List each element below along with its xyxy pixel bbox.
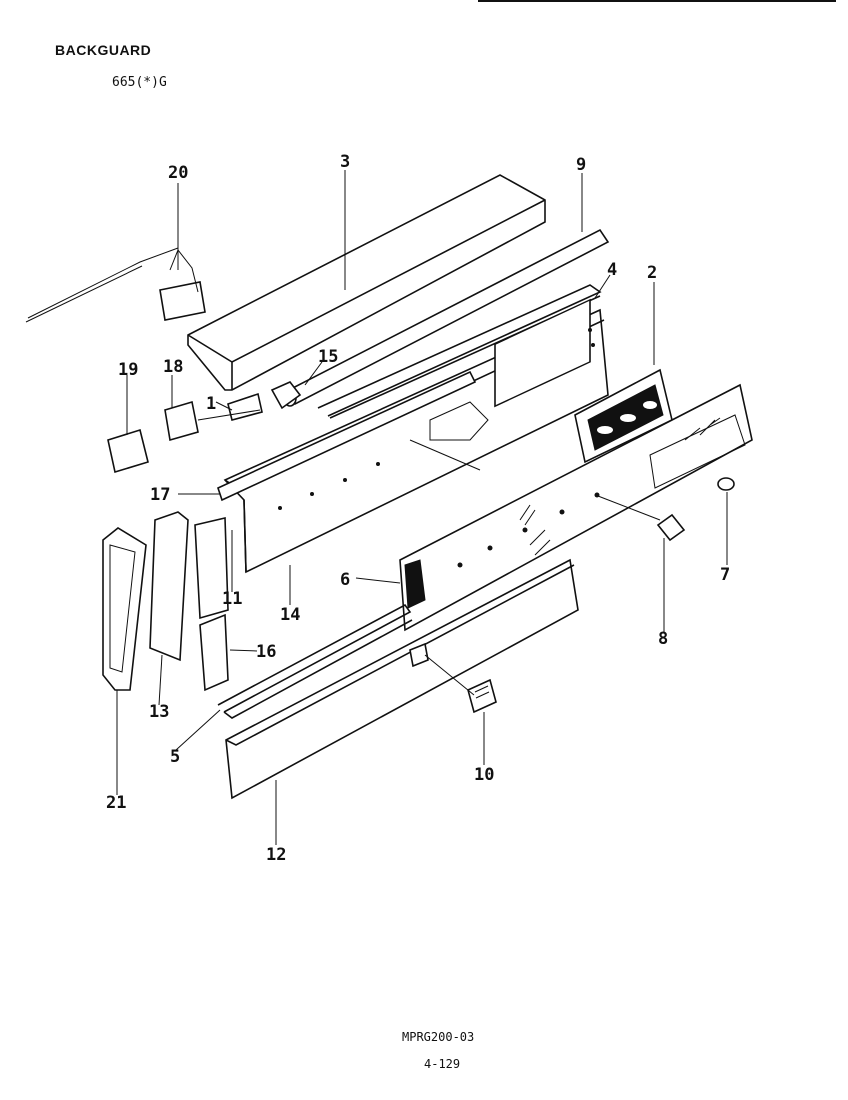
callout-16: 16 [256,642,276,662]
part-3-top-trim [187,174,546,391]
part-17-strip [217,370,477,502]
callout-19: 19 [118,360,138,380]
callout-4: 4 [607,260,617,280]
part-14-main-panel [223,298,609,574]
part-5-bottom-rail [217,603,413,719]
callout-14: 14 [280,605,300,625]
leader-lines [116,170,728,845]
part-13-side-bracket [149,511,189,662]
part-1-bracket [227,392,263,421]
part-11-side-bracket [194,516,229,692]
callout-9: 9 [576,155,586,175]
callout-8: 8 [658,629,668,649]
callout-13: 13 [149,702,169,722]
callout-2: 2 [647,263,657,283]
callout-15: 15 [318,347,338,367]
part-7-nut [717,477,735,491]
callout-3: 3 [340,152,350,172]
callout-20: 20 [168,163,188,183]
part-12-lower-trim [225,558,579,800]
diagram-title: BACKGUARD [55,42,152,58]
callout-7: 7 [720,565,730,585]
callout-6: 6 [340,570,350,590]
callout-17: 17 [150,485,170,505]
callout-10: 10 [474,765,494,785]
top-border-line [478,0,836,2]
part-19-terminal [107,428,149,474]
part-15-lampholder [270,381,302,410]
part-8-knob [656,513,686,542]
callout-11: 11 [222,589,242,609]
footer-doc-code: MPRG200-03 [402,1030,475,1044]
part-6-front-panel [399,383,753,632]
callout-5: 5 [170,747,180,767]
callout-12: 12 [266,845,286,865]
footer-page-number: 4-129 [424,1057,461,1071]
callout-1: 1 [206,394,216,414]
part-20-thermostat [25,247,206,323]
callout-18: 18 [163,357,183,377]
part-21-end-cap [102,527,147,691]
part-10-switch [409,642,497,714]
model-number: 665(*)G [112,75,167,90]
callout-21: 21 [106,793,126,813]
part-18-switch [164,400,261,442]
